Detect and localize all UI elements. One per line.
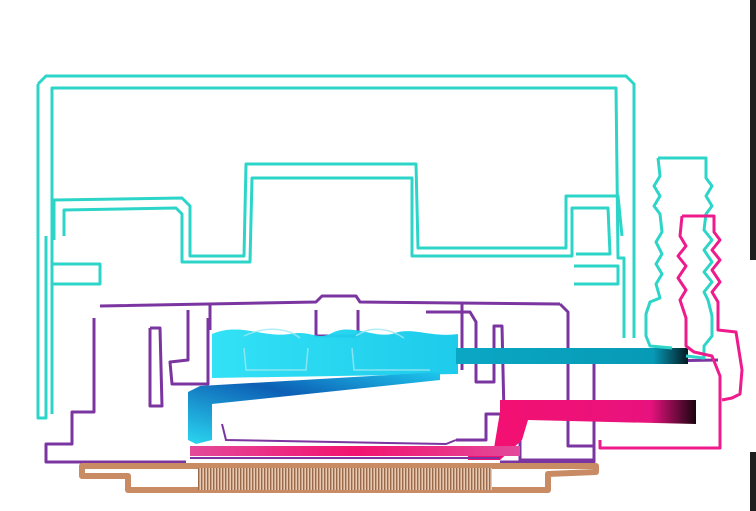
hot-coolant-flow bbox=[190, 400, 696, 460]
housing-left-tab bbox=[52, 262, 102, 286]
wave-overlay bbox=[243, 328, 430, 371]
hot-floor-band bbox=[190, 446, 520, 456]
housing-cap-inner-profile bbox=[62, 176, 612, 264]
microfin-array bbox=[198, 468, 492, 490]
cold-coolant-flow bbox=[188, 329, 688, 444]
housing-outer-shell bbox=[36, 74, 636, 420]
cold-plate-floor bbox=[190, 423, 500, 459]
chamber-left-inner bbox=[148, 310, 210, 408]
cold-plate bbox=[79, 423, 599, 493]
inlet-barb-fitting-icon bbox=[644, 156, 714, 360]
hot-outlet-channel bbox=[468, 400, 696, 460]
chamber-top-plate bbox=[99, 294, 561, 308]
edge-bar-top bbox=[750, 0, 756, 260]
housing-outline bbox=[36, 74, 636, 420]
chamber-right-inner bbox=[426, 310, 506, 442]
housing-right-step bbox=[574, 264, 620, 286]
housing-cap-profile bbox=[52, 162, 624, 258]
chamber-right-wall bbox=[500, 302, 596, 464]
housing-inner-shell bbox=[50, 86, 626, 414]
cold-coolant-pool bbox=[212, 329, 458, 378]
cold-coolant-ramp bbox=[188, 372, 440, 444]
chamber-left-wall bbox=[44, 318, 186, 464]
edge-bar-bottom bbox=[750, 452, 756, 511]
inlet-channel bbox=[456, 348, 688, 364]
outlet-barb-fitting-icon bbox=[598, 214, 744, 450]
